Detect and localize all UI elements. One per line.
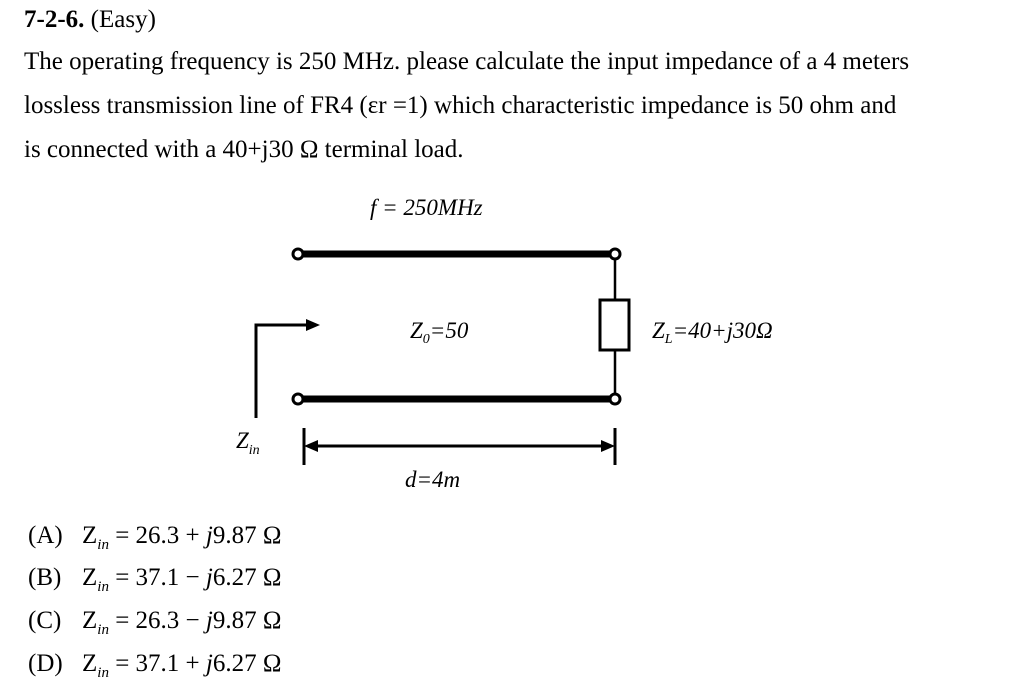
problem-line-2: lossless transmission line of FR4 (εr =1… xyxy=(24,92,897,119)
option-a[interactable]: (A)Zin = 26.3 + j9.87 Ω xyxy=(28,522,282,553)
difficulty: (Easy) xyxy=(90,6,156,33)
arrow-head-icon xyxy=(306,319,320,331)
problem-heading: 7-2-6. (Easy) xyxy=(24,6,156,34)
option-d[interactable]: (D)Zin = 37.1 + j6.27 Ω xyxy=(28,650,282,681)
zin-label: Zin xyxy=(236,428,260,458)
arrow-head-icon xyxy=(304,440,318,452)
arrow-head-icon xyxy=(601,440,615,452)
load-impedance-box xyxy=(598,298,631,352)
terminal-node xyxy=(291,392,305,406)
terminal-node xyxy=(291,247,305,261)
problem-line-1: The operating frequency is 250 MHz. plea… xyxy=(24,48,910,75)
problem-number: 7-2-6. xyxy=(24,6,85,33)
problem-line-3: is connected with a 40+j30 Ω terminal lo… xyxy=(24,136,464,163)
terminal-node xyxy=(608,392,622,406)
option-b[interactable]: (B)Zin = 37.1 − j6.27 Ω xyxy=(28,564,282,595)
z0-label: Z0=50 xyxy=(410,318,469,347)
zl-label: ZL=40+j30Ω xyxy=(652,318,773,347)
length-label: d=4m xyxy=(405,467,460,492)
terminal-node xyxy=(608,247,622,261)
option-c[interactable]: (C)Zin = 26.3 − j9.87 Ω xyxy=(28,607,282,638)
zin-arrow xyxy=(254,323,308,418)
frequency-label: f = 250MHz xyxy=(370,195,483,220)
